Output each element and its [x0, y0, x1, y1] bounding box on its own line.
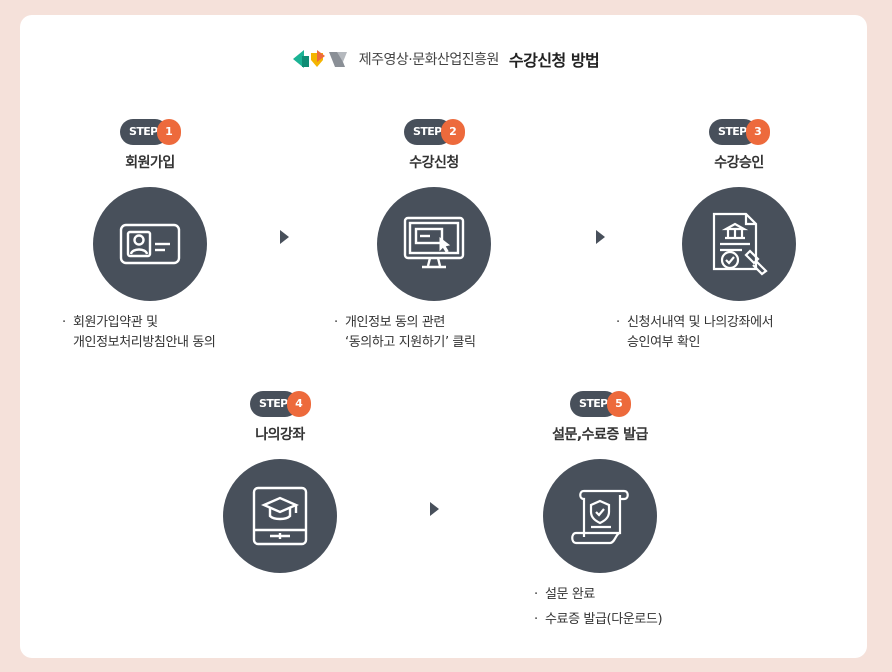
description-line: ‘동의하고 지원하기’ 클릭: [345, 335, 476, 350]
step-badge: STEP 1: [120, 119, 181, 145]
step-4: STEP 4 나의강좌: [180, 391, 380, 573]
step-badge-number: 2: [441, 119, 465, 145]
step-icon-circle: [377, 187, 491, 301]
bullet: ·: [616, 315, 620, 330]
step-icon-circle: [223, 459, 337, 573]
step-badge-number: 5: [607, 391, 631, 417]
bullet: ·: [534, 612, 538, 627]
bullet: ·: [334, 315, 338, 330]
step-icon-circle: [93, 187, 207, 301]
step-1-description: · 회원가입약관 및 개인정보처리방침안내 동의: [62, 313, 216, 353]
step-name: 회원가입: [125, 155, 175, 171]
description-line: 신청서내역 및 나의강좌에서: [627, 315, 774, 330]
org-name: 제주영상·문화산업진흥원: [358, 52, 500, 68]
step-badge-number: 1: [157, 119, 181, 145]
description-line: 회원가입약관 및: [73, 315, 158, 330]
document-approval-icon: [712, 212, 768, 276]
arrow-right-icon: [280, 230, 289, 244]
step-1: STEP 1 회원가입: [50, 119, 250, 301]
step-2-description: · 개인정보 동의 관련 ‘동의하고 지원하기’ 클릭: [334, 313, 476, 353]
graduation-book-icon: [252, 486, 308, 546]
arrow-right-icon: [430, 502, 439, 516]
step-icon-circle: [682, 187, 796, 301]
step-badge: STEP 4: [250, 391, 311, 417]
step-name: 수강신청: [409, 155, 459, 171]
description-line: 개인정보 동의 관련: [345, 315, 445, 330]
org-logo-icon: [292, 48, 351, 70]
step-2: STEP 2 수강신청: [334, 119, 534, 301]
step-badge: STEP 2: [404, 119, 465, 145]
description-line: 수료증 발급(다운로드): [545, 612, 663, 627]
step-3: STEP 3 수강승인: [639, 119, 839, 301]
step-badge-number: 4: [287, 391, 311, 417]
page-header: 제주영상·문화산업진흥원 수강신청 방법: [0, 47, 892, 71]
bullet: ·: [62, 315, 66, 330]
step-badge-number: 3: [746, 119, 770, 145]
description-line: 개인정보처리방침안내 동의: [73, 335, 216, 350]
step-badge: STEP 3: [709, 119, 770, 145]
step-icon-circle: [543, 459, 657, 573]
description-line: 승인여부 확인: [627, 335, 701, 350]
description-line: 설문 완료: [545, 587, 595, 602]
step-5-description: · 설문 완료 · 수료증 발급(다운로드): [534, 582, 663, 632]
id-card-icon: [119, 223, 181, 265]
arrow-right-icon: [596, 230, 605, 244]
monitor-click-icon: [403, 216, 465, 269]
page-title: 수강신청 방법: [508, 51, 600, 70]
step-3-description: · 신청서내역 및 나의강좌에서 승인여부 확인: [616, 313, 774, 353]
step-5: STEP 5 설문,수료증 발급: [500, 391, 700, 573]
bullet: ·: [534, 587, 538, 602]
step-name: 나의강좌: [255, 427, 305, 443]
certificate-scroll-icon: [571, 489, 629, 545]
step-badge: STEP 5: [570, 391, 631, 417]
step-name: 설문,수료증 발급: [552, 427, 648, 443]
step-name: 수강승인: [714, 155, 764, 171]
